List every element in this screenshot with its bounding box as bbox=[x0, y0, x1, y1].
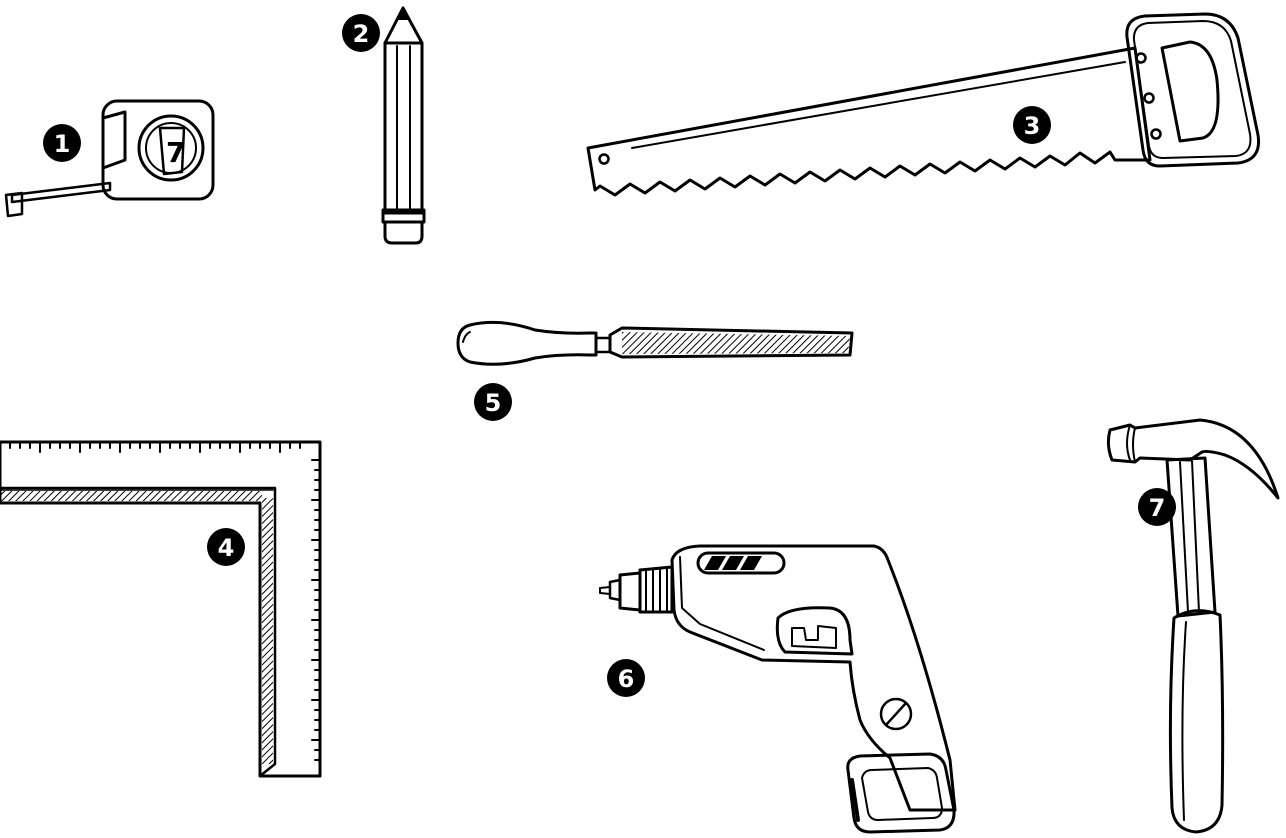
pencil-icon bbox=[381, 6, 426, 245]
number-badge-6: 6 bbox=[607, 659, 645, 697]
badge-5-text: 5 bbox=[485, 389, 502, 417]
number-badge-5: 5 bbox=[474, 383, 512, 421]
number-badge-2: 2 bbox=[342, 14, 380, 52]
badge-2-text: 2 bbox=[353, 20, 370, 48]
number-badge-4: 4 bbox=[207, 528, 245, 566]
badge-7-text: 7 bbox=[1149, 494, 1166, 522]
number-badge-3: 3 bbox=[1013, 106, 1051, 144]
hand-saw-icon bbox=[586, 12, 1261, 197]
claw-hammer-icon bbox=[1106, 418, 1280, 834]
tape-glyph: 7 bbox=[166, 136, 185, 169]
framing-square-icon bbox=[0, 440, 322, 778]
tape-measure-icon: 7 bbox=[4, 99, 215, 218]
file-icon bbox=[456, 320, 854, 366]
number-badge-1: 1 bbox=[43, 124, 81, 162]
badge-1-text: 1 bbox=[54, 130, 71, 158]
badge-4-text: 4 bbox=[218, 534, 235, 562]
badge-6-text: 6 bbox=[618, 665, 635, 693]
number-badge-7: 7 bbox=[1138, 488, 1176, 526]
badge-3-text: 3 bbox=[1024, 112, 1041, 140]
cordless-drill-icon bbox=[599, 544, 957, 834]
